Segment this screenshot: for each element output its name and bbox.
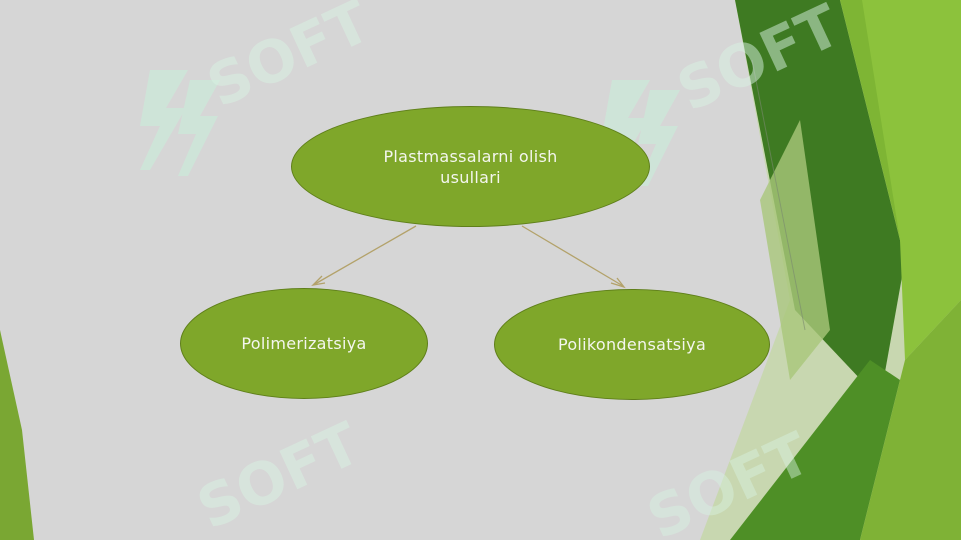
child-node-left-label: Polimerizatsiya — [241, 334, 367, 353]
root-node-label: Plastmassalarni olish usullari — [383, 146, 558, 187]
right-panel-bright — [862, 0, 961, 360]
decor-thin-line — [751, 59, 806, 331]
right-panel-lower-dark — [730, 360, 900, 540]
child-node-left: Polimerizatsiya — [180, 288, 428, 399]
right-panel-dark — [735, 0, 905, 400]
watermark-top-left — [140, 70, 220, 176]
watermark-text-top-left: SOFT — [197, 0, 380, 121]
child-node-right-label: Polikondensatsiya — [557, 335, 707, 354]
right-panel-lower-light — [860, 300, 961, 540]
left-green-stripe — [0, 330, 34, 540]
root-node: Plastmassalarni olish usullari — [291, 106, 650, 227]
watermark-text-bottom-left: SOFT — [187, 409, 370, 540]
right-panel-sliver — [760, 120, 830, 380]
connector-right — [521, 225, 626, 289]
child-node-right: Polikondensatsiya — [494, 289, 770, 400]
connector-left — [311, 225, 417, 286]
